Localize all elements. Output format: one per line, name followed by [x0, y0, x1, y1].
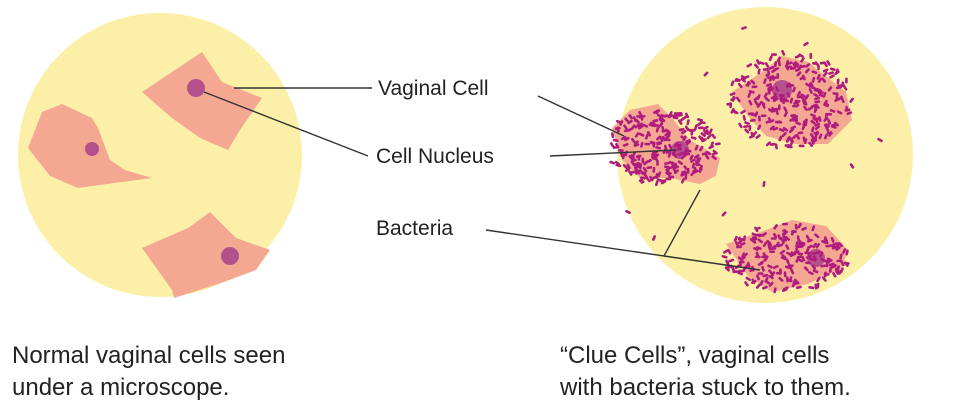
- caption-line: under a microscope.: [12, 372, 285, 404]
- bacterium: [845, 106, 848, 112]
- bacterium: [637, 155, 640, 161]
- bacterium: [826, 261, 829, 267]
- bacterium: [656, 160, 659, 166]
- bacterium: [817, 64, 820, 70]
- bacterium: [825, 100, 828, 106]
- caption-clue-cells: “Clue Cells”, vaginal cells with bacteri…: [560, 340, 851, 404]
- bacterium: [769, 250, 775, 253]
- cell-nucleus: [187, 79, 205, 97]
- label-vaginal-cell: Vaginal Cell: [378, 77, 489, 100]
- bacterium: [784, 271, 787, 277]
- bacterium: [758, 116, 761, 122]
- bacterium: [779, 269, 782, 275]
- caption-line: “Clue Cells”, vaginal cells: [560, 340, 851, 372]
- bacterium: [660, 179, 666, 182]
- bacterium: [787, 146, 793, 149]
- normal-cells-field: [18, 13, 302, 298]
- bacterium: [778, 104, 781, 110]
- bacterium: [797, 252, 803, 255]
- bacterium: [771, 53, 777, 56]
- cell-nucleus: [85, 142, 99, 156]
- bacterium: [736, 245, 742, 248]
- bacterium: [761, 114, 767, 117]
- bacterium: [756, 234, 762, 237]
- bacterium: [699, 167, 702, 173]
- vaginal-cell-leader-right: [538, 96, 624, 136]
- diagram: Vaginal Cell Cell Nucleus Bacteria: [0, 0, 961, 330]
- bacterium: [644, 143, 650, 146]
- bacterium: [782, 223, 788, 226]
- bacterium: [799, 144, 805, 147]
- caption-line: Normal vaginal cells seen: [12, 340, 285, 372]
- bacterium: [757, 272, 763, 275]
- cell-nucleus: [221, 247, 239, 265]
- clue-cells-field: [609, 7, 913, 303]
- bacterium: [814, 100, 820, 103]
- bacterium: [690, 130, 693, 136]
- bacterium: [786, 66, 792, 69]
- bacterium: [641, 157, 644, 163]
- bacterium: [729, 102, 732, 108]
- bacterium: [826, 113, 832, 116]
- bacterium: [792, 117, 798, 120]
- bacterium: [825, 245, 831, 248]
- label-cell-nucleus: Cell Nucleus: [376, 145, 494, 168]
- bacterium: [738, 270, 744, 273]
- bacterium: [845, 77, 848, 83]
- label-bacteria: Bacteria: [376, 217, 453, 240]
- bacterium: [734, 79, 740, 82]
- bacterium: [629, 171, 635, 174]
- bacterium: [810, 252, 816, 255]
- bacterium: [748, 112, 754, 115]
- bacterium: [770, 247, 776, 250]
- bacterium: [805, 261, 811, 264]
- caption-normal-cells: Normal vaginal cells seen under a micros…: [12, 340, 285, 404]
- bacterium: [809, 53, 812, 59]
- bacterium: [617, 126, 620, 132]
- caption-line: with bacteria stuck to them.: [560, 372, 851, 404]
- bacterium: [779, 94, 785, 97]
- bacterium: [609, 160, 616, 164]
- bacterium: [776, 121, 782, 124]
- bacterium: [687, 168, 690, 174]
- bacterium: [677, 112, 683, 115]
- bacterium: [836, 259, 842, 262]
- bacterium: [776, 73, 779, 79]
